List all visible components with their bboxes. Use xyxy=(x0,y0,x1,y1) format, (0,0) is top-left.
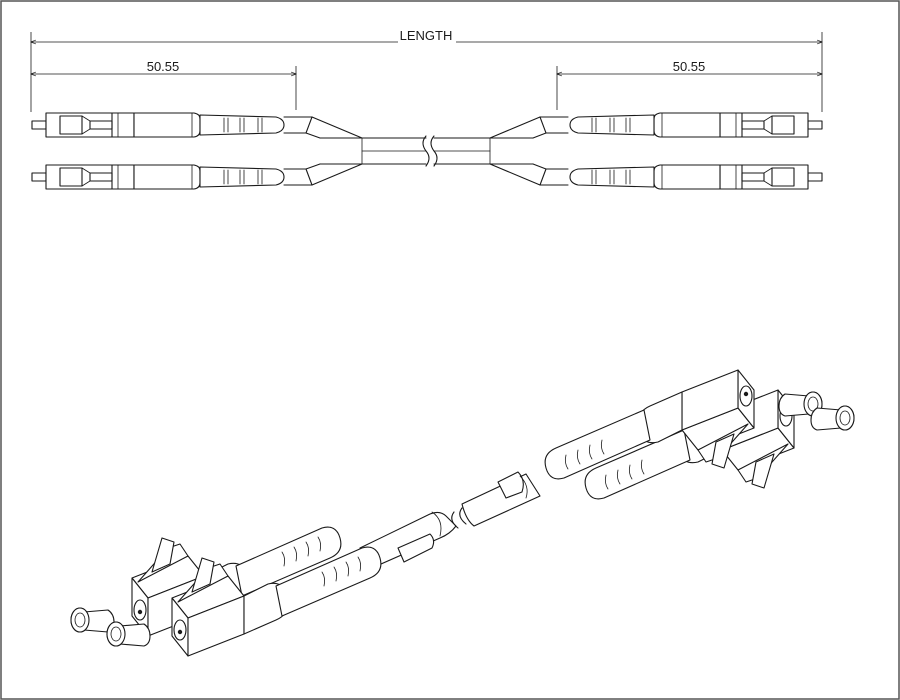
left-top-connector xyxy=(31,112,285,138)
side-view: LENGTH 50.55 50.55 xyxy=(31,28,823,190)
dust-cap-right-2 xyxy=(810,405,855,431)
dust-cap-left-2 xyxy=(106,621,151,647)
left-bottom-connector xyxy=(31,164,285,190)
left-cable-breakout xyxy=(283,116,427,186)
left-breakout-label: 50.55 xyxy=(147,59,180,74)
right-cable-breakout xyxy=(433,116,569,186)
right-breakout-dimension: 50.55 xyxy=(557,59,822,110)
total-length-dimension: LENGTH xyxy=(31,28,822,112)
isometric-view xyxy=(70,369,855,657)
iso-break-symbol xyxy=(451,507,467,529)
right-breakout-label: 50.55 xyxy=(673,59,706,74)
left-breakout-dimension: 50.55 xyxy=(31,59,296,110)
iso-left-cable xyxy=(359,511,457,569)
right-top-connector xyxy=(569,112,823,138)
total-length-label: LENGTH xyxy=(400,28,453,43)
iso-right-cable xyxy=(461,471,541,527)
right-bottom-connector xyxy=(569,164,823,190)
